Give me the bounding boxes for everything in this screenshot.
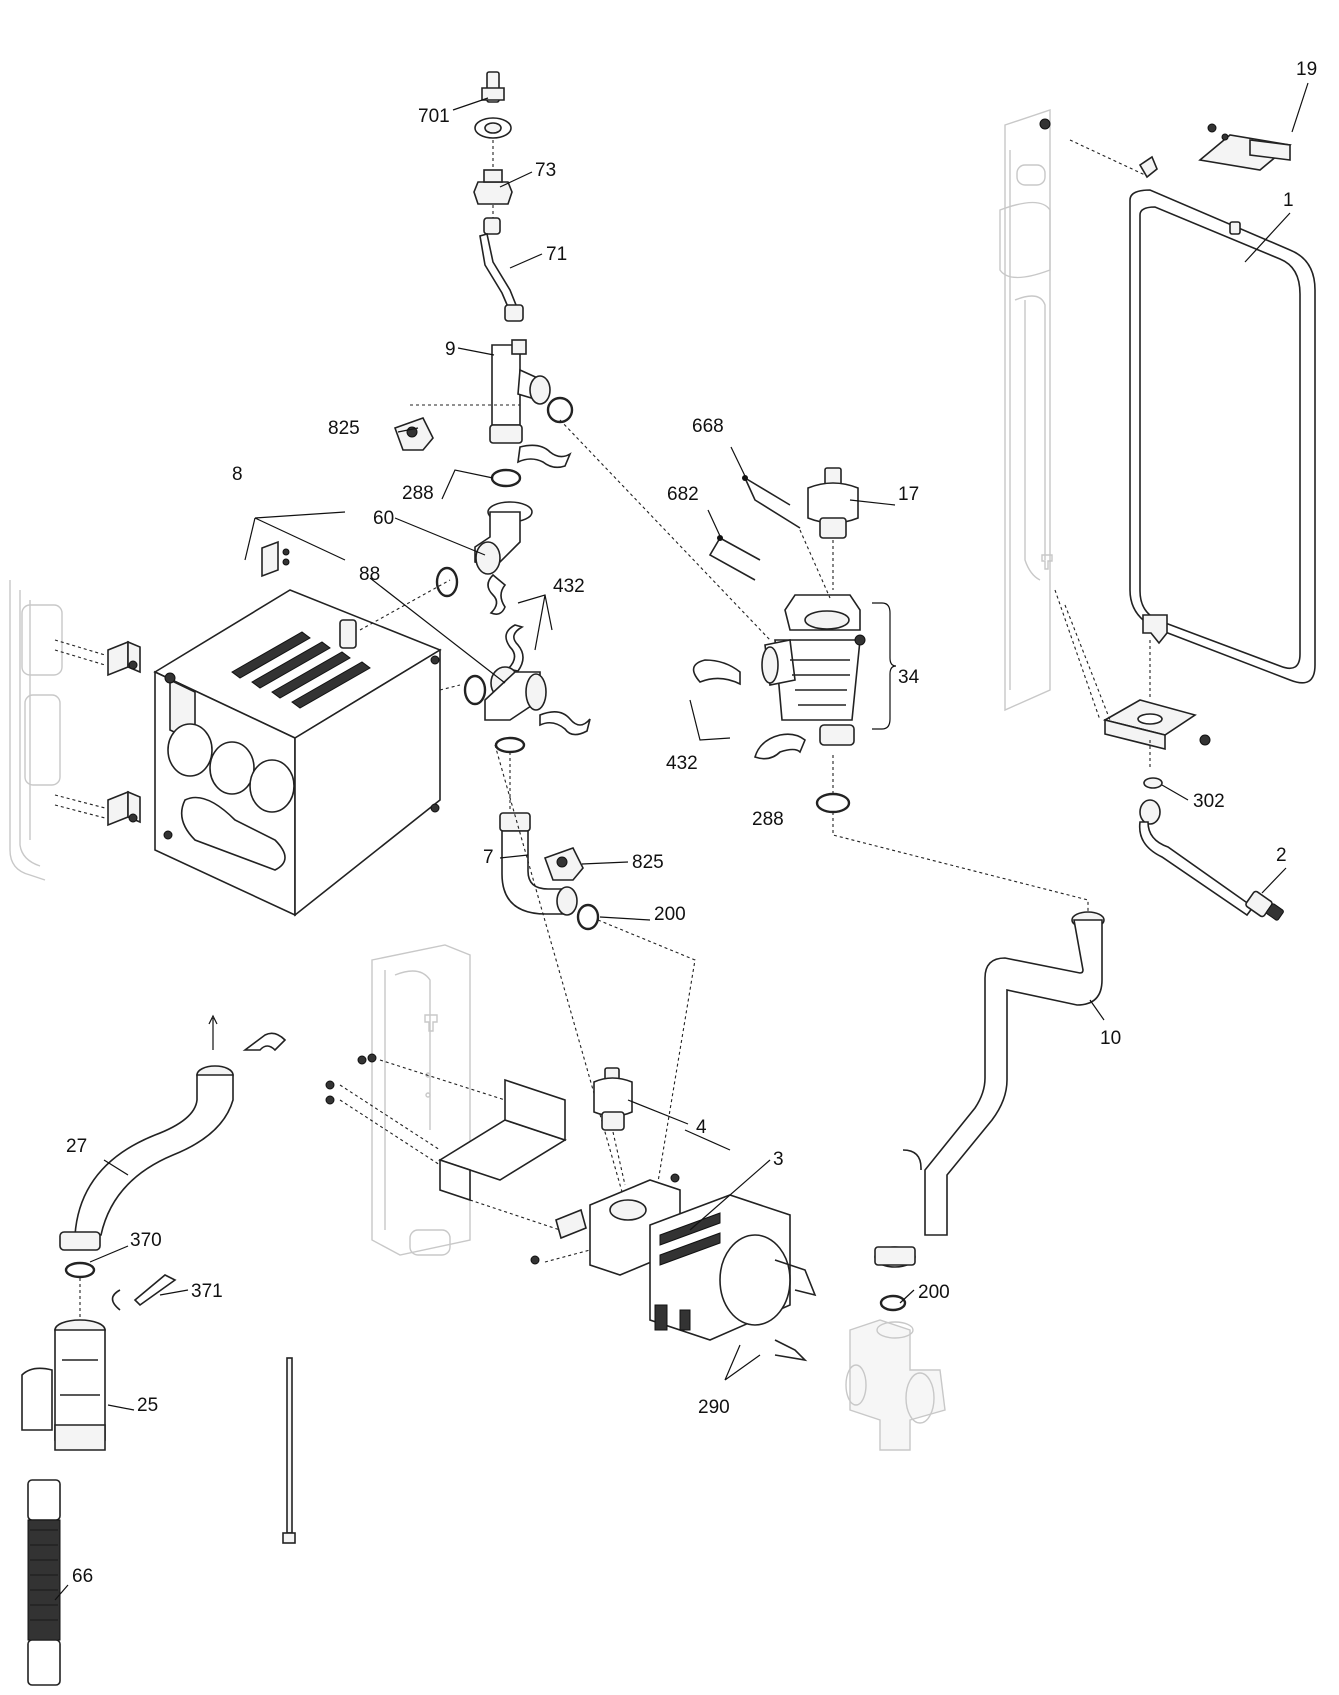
part-4-air-vent <box>593 1067 633 1131</box>
part-825-clip-top <box>393 417 434 451</box>
callout-432-left: 432 <box>666 753 698 774</box>
part-25-siphon <box>21 1319 106 1451</box>
callout-288-bottom: 288 <box>752 809 784 830</box>
heat-exchanger-tubes <box>231 631 371 709</box>
callout-371: 371 <box>191 1281 223 1302</box>
callout-200-top: 200 <box>654 904 686 925</box>
part-825-clip-bottom <box>543 847 584 881</box>
callout-9: 9 <box>445 339 456 360</box>
callout-288-top: 288 <box>402 483 434 504</box>
part-60-elbow <box>474 501 533 575</box>
part-9-tee <box>489 339 551 444</box>
callout-8: 8 <box>232 464 243 485</box>
callout-825-bottom: 825 <box>632 852 664 873</box>
callout-1: 1 <box>1283 190 1294 211</box>
part-8-heat-exchanger <box>153 589 442 917</box>
callout-34: 34 <box>898 667 920 688</box>
callout-4: 4 <box>696 1117 707 1138</box>
part-682-clip <box>708 535 761 581</box>
part-27-pipe <box>59 1065 234 1251</box>
callout-66: 66 <box>72 1566 93 1587</box>
valve-ghost <box>845 1319 946 1451</box>
heat-exchanger-brackets <box>107 540 290 827</box>
part-10-pipe <box>874 911 1105 1268</box>
part-66-hose <box>27 1479 61 1686</box>
callout-668: 668 <box>692 416 724 437</box>
callout-25: 25 <box>137 1395 158 1416</box>
callout-27: 27 <box>66 1136 87 1157</box>
callout-19: 19 <box>1296 59 1317 80</box>
chassis-center-ghost <box>371 944 471 1256</box>
callout-7: 7 <box>483 847 494 868</box>
callout-701: 701 <box>418 106 450 127</box>
callout-2: 2 <box>1276 845 1287 866</box>
cable-tie <box>282 1357 296 1544</box>
callout-290: 290 <box>698 1397 730 1418</box>
callout-10: 10 <box>1100 1028 1121 1049</box>
callout-370: 370 <box>130 1230 162 1251</box>
callout-88: 88 <box>359 564 380 585</box>
callout-17: 17 <box>898 484 919 505</box>
callout-682: 682 <box>667 484 699 505</box>
part-88-elbow <box>484 666 547 721</box>
pump-bracket <box>325 1053 567 1202</box>
part-73-adaptor <box>473 169 513 205</box>
callout-73: 73 <box>535 160 556 181</box>
part-3-pump <box>530 1173 791 1341</box>
callout-432-mid: 432 <box>553 576 585 597</box>
part-17-air-vent <box>807 467 859 539</box>
part-7-pipe <box>499 812 578 916</box>
callout-825-top: 825 <box>328 418 360 439</box>
part-34-hydraulic-block <box>761 594 866 746</box>
chassis-right-ghost <box>999 109 1053 712</box>
part-2-hose <box>1138 799 1284 921</box>
callout-200-bottom: 200 <box>918 1282 950 1303</box>
part-1-expansion-vessel <box>1039 118 1316 684</box>
part-668-clip <box>742 475 801 529</box>
part-701-bleed-nipple <box>474 71 512 139</box>
callout-302: 302 <box>1193 791 1225 812</box>
part-71-pipe <box>479 217 524 322</box>
part-19-bracket <box>1198 123 1292 171</box>
callout-3: 3 <box>773 1149 784 1170</box>
chassis-left-ghost <box>9 580 63 881</box>
callout-60: 60 <box>373 508 394 529</box>
callout-71: 71 <box>546 244 567 265</box>
